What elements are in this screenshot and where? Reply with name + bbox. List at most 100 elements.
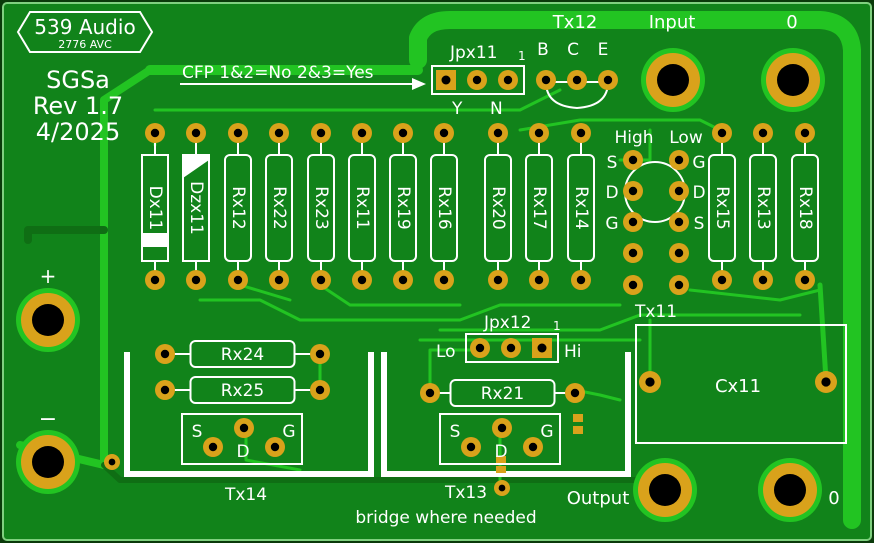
tx11-g-left: G [605, 214, 618, 234]
pad-bottom [712, 270, 732, 290]
jpx11-n: N [490, 99, 503, 119]
resistor-icon [348, 154, 376, 262]
resistor-rx19: Rx19 [389, 133, 417, 280]
resistor-rx16: Rx16 [430, 133, 458, 280]
copper-traces [16, 11, 861, 529]
resistor-icon [749, 154, 777, 262]
bridge-pad-2 [573, 426, 583, 434]
part-label: Rx12 [228, 186, 248, 230]
pad-top [529, 123, 549, 143]
diode-dx11: Dx11 [141, 133, 169, 280]
pad-bottom [434, 270, 454, 290]
resistor-icon [224, 154, 252, 262]
pad-top [228, 123, 248, 143]
tx11-s-right: S [694, 214, 705, 234]
part-label: Rx11 [352, 186, 372, 230]
tx11-d-left: D [605, 183, 618, 203]
part-label: Rx13 [753, 186, 773, 230]
zero-top-label: 0 [786, 12, 797, 33]
part-label: Rx14 [571, 186, 591, 230]
pad-bottom [145, 270, 165, 290]
part-label: Rx18 [795, 186, 815, 230]
part-label: Rx22 [269, 186, 289, 230]
tx13-g: G [540, 422, 553, 442]
pad-bottom [753, 270, 773, 290]
cx11-label: Cx11 [715, 376, 761, 397]
pad-bottom [311, 270, 331, 290]
jpx12-pin1: 1 [553, 319, 561, 333]
jpx11-pin-2 [467, 70, 487, 90]
pad-left [155, 380, 175, 400]
tx12-pin-e [598, 70, 618, 90]
pad-top [795, 123, 815, 143]
pad-bottom [186, 270, 206, 290]
jpx11-pin-3 [498, 70, 518, 90]
pad-top [393, 123, 413, 143]
jpx12-label: Jpx12 [483, 313, 532, 333]
zero-top-jack-pad [761, 48, 825, 112]
pad-top [571, 123, 591, 143]
minus-label: − [39, 407, 57, 432]
tx11-pin-right-1 [669, 181, 689, 201]
minus-via-pad [104, 454, 120, 470]
tx11-pin-right-3 [669, 243, 689, 263]
resistor-icon [265, 154, 293, 262]
zero-bottom-label: 0 [828, 488, 839, 509]
tx11-pin-left-3 [623, 243, 643, 263]
part-label: Rx19 [393, 186, 413, 230]
tx12-c: C [567, 40, 579, 60]
tx12-e: E [598, 40, 609, 60]
part-label: Rx21 [481, 384, 525, 404]
tx12-b: B [537, 40, 549, 60]
resistor-rx21: Rx21 [430, 379, 575, 407]
input-jack-pad [641, 48, 705, 112]
silkscreen-text: 539 Audio 2776 AVC SGSa Rev 1.7 4/2025 C… [33, 12, 840, 528]
resistor-icon [791, 154, 819, 262]
resistor-icon [307, 154, 335, 262]
tx11-pin-right-2 [669, 212, 689, 232]
logo-badge-outline [16, 11, 154, 53]
resistor-icon [449, 379, 556, 407]
tx14-s: S [192, 422, 203, 442]
resistor-icon [430, 154, 458, 262]
tx13-pin-d [492, 418, 512, 438]
resistor-icon [708, 154, 736, 262]
tx11-d-right: D [692, 183, 705, 203]
pad-top [352, 123, 372, 143]
bridge-pad-3 [496, 456, 506, 463]
resistor-rx13: Rx13 [749, 133, 777, 280]
tx14-pin-d [234, 418, 254, 438]
plus-jack-pad [16, 288, 80, 352]
pad-bottom [269, 270, 289, 290]
tx11-pin-right-4 [669, 275, 689, 295]
part-label: Rx15 [712, 186, 732, 230]
resistor-rx25: Rx25 [165, 376, 320, 404]
board-revision: Rev 1.7 [33, 92, 123, 120]
jpx11-outline [431, 65, 525, 95]
resistor-rx18: Rx18 [791, 133, 819, 280]
pad-bottom [795, 270, 815, 290]
part-label: Dx11 [145, 186, 165, 231]
tx11-label: Tx11 [634, 302, 677, 322]
tx11-pin-left-2 [623, 212, 643, 232]
pad-top [311, 123, 331, 143]
tx13-d: D [494, 442, 507, 462]
tx11-pin-left-0 [623, 150, 643, 170]
tx14-pin-g [265, 437, 285, 457]
tx11-s-left: S [607, 153, 618, 173]
jpx12-pin-3 [532, 338, 552, 358]
heatsink-left [124, 352, 374, 477]
tx13-label: Tx13 [444, 483, 487, 503]
tx11-pin-left-1 [623, 181, 643, 201]
pad-bottom [488, 270, 508, 290]
output-jack-pad [633, 458, 697, 522]
tx11-high: High [614, 128, 653, 148]
tx13-pin-g [523, 437, 543, 457]
pad-right [310, 380, 330, 400]
resistor-rx22: Rx22 [265, 133, 293, 280]
bridge-pad-4 [496, 466, 506, 473]
resistor-icon [567, 154, 595, 262]
part-label: Rx25 [221, 381, 265, 401]
